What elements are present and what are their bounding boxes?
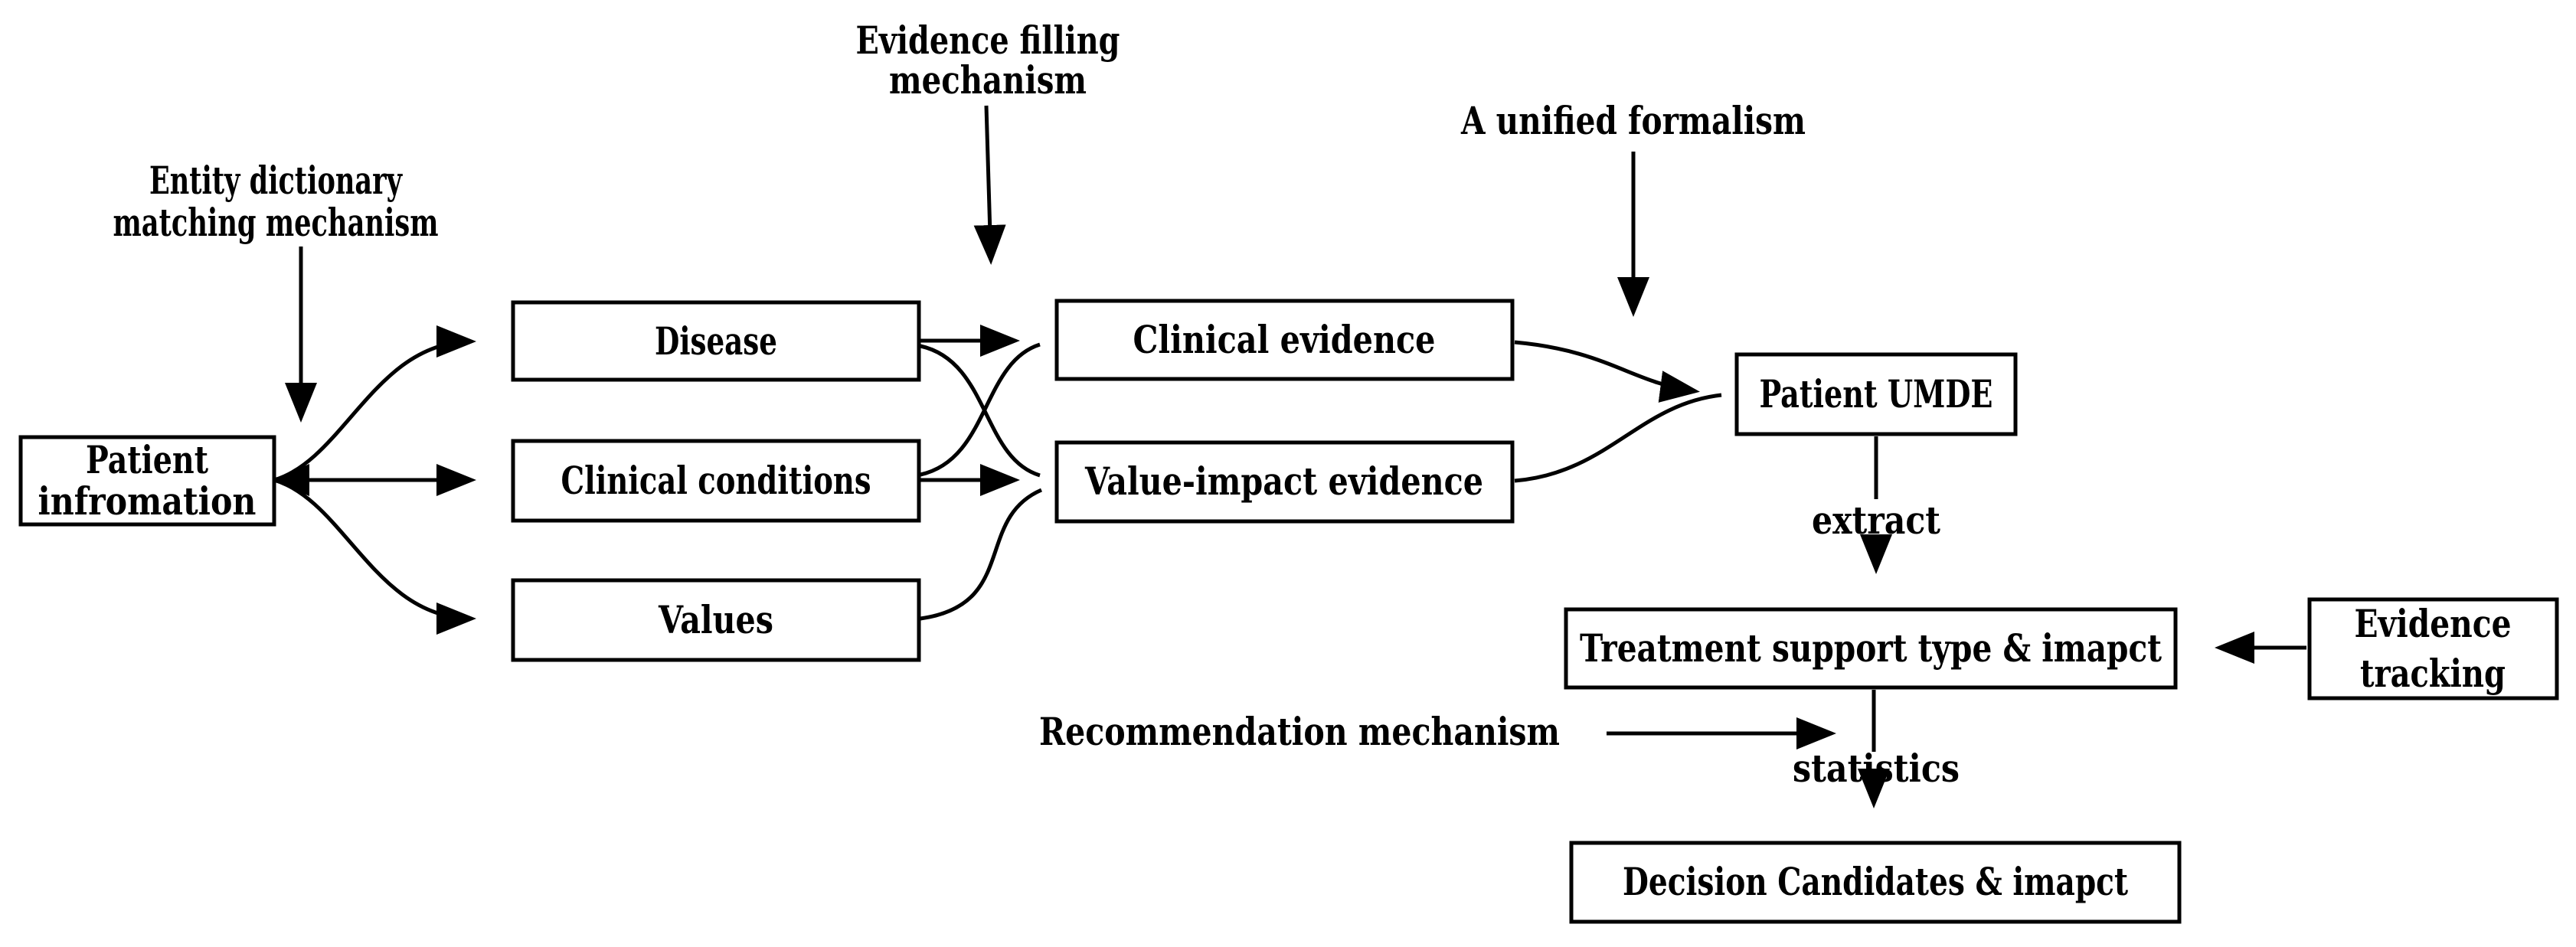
decision-candidates-box-frame bbox=[1569, 841, 2182, 924]
patient-umde-box-label: Patient UMDE bbox=[1760, 371, 1993, 416]
curve-value-impact-to-umde bbox=[1514, 393, 1722, 483]
curve-clinical-evidence-to-umde bbox=[1514, 340, 1700, 403]
patient-info-box-frame bbox=[18, 435, 276, 527]
patient-info-box: Patient infromation bbox=[18, 435, 276, 527]
treatment-support-box-label: Treatment support type & imapct bbox=[1580, 625, 2162, 671]
evidence-filling-label-line2: mechanism bbox=[889, 57, 1087, 103]
recommendation-label: Recommendation mechanism bbox=[1039, 709, 1560, 754]
patient-info-box-label-line2: infromation bbox=[38, 478, 257, 524]
treatment-support-box: Treatment support type & imapct bbox=[1564, 607, 2178, 690]
evidence-tracking-box-label-line2: tracking bbox=[2360, 651, 2506, 696]
entity-dictionary-label-line2: matching mechanism bbox=[113, 200, 439, 245]
annotation-evidence-filling: Evidence filling mechanism bbox=[856, 18, 1120, 265]
statistics-label: statistics bbox=[1793, 746, 1960, 791]
curve-clinical-conditions-to-clinical-evidence bbox=[920, 342, 1041, 477]
value-impact-evidence-box: Value-impact evidence bbox=[1054, 440, 1515, 524]
clinical-conditions-box-frame bbox=[511, 439, 921, 523]
annotation-entity-dictionary: Entity dictionary matching mechanism bbox=[113, 158, 439, 423]
clinical-conditions-box: Clinical conditions bbox=[511, 439, 921, 523]
evidence-filling-arrow bbox=[973, 105, 1006, 265]
evidence-filling-label-line1: Evidence filling bbox=[856, 18, 1120, 63]
values-box: Values bbox=[511, 578, 921, 662]
arrow-patient-to-values bbox=[273, 478, 476, 635]
evidence-tracking-box-frame bbox=[2307, 597, 2559, 700]
unified-formalism-label: A unified formalism bbox=[1460, 98, 1806, 143]
disease-box: Disease bbox=[511, 300, 921, 382]
decision-candidates-box-label: Decision Candidates & imapct bbox=[1623, 859, 2128, 904]
entity-dictionary-label-line1: Entity dictionary bbox=[149, 158, 403, 203]
disease-box-frame bbox=[511, 300, 921, 382]
evidence-tracking-box-label-line1: Evidence bbox=[2355, 601, 2512, 646]
value-impact-evidence-box-frame bbox=[1054, 440, 1515, 524]
values-box-label: Values bbox=[658, 597, 773, 642]
clinical-evidence-box: Clinical evidence bbox=[1054, 299, 1515, 381]
extract-label: extract bbox=[1812, 498, 1940, 543]
patient-umde-box-frame bbox=[1734, 352, 2018, 436]
arrow-patient-to-disease bbox=[273, 325, 476, 482]
curve-disease-to-value-impact bbox=[920, 344, 1041, 478]
clinical-conditions-box-label: Clinical conditions bbox=[561, 458, 871, 503]
clinical-evidence-box-frame bbox=[1054, 299, 1515, 381]
values-box-frame bbox=[511, 578, 921, 662]
treatment-support-box-frame bbox=[1564, 607, 2178, 690]
annotation-unified-formalism: A unified formalism bbox=[1460, 98, 1806, 317]
clinical-evidence-box-label: Clinical evidence bbox=[1133, 317, 1436, 362]
evidence-tracking-box: Evidence tracking bbox=[2307, 597, 2559, 700]
annotation-recommendation: Recommendation mechanism bbox=[1039, 709, 1836, 754]
disease-box-label: Disease bbox=[655, 318, 777, 364]
patient-info-box-label-line1: Patient bbox=[86, 437, 208, 482]
decision-candidates-box: Decision Candidates & imapct bbox=[1569, 841, 2182, 924]
curve-values-to-value-impact bbox=[920, 488, 1042, 621]
patient-umde-box: Patient UMDE bbox=[1734, 352, 2018, 436]
value-impact-evidence-box-label: Value-impact evidence bbox=[1084, 459, 1483, 504]
